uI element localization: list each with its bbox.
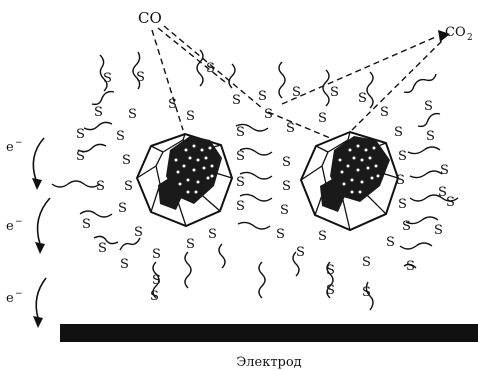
- arrowhead: [35, 242, 45, 254]
- sulfur-atom: S: [358, 91, 367, 106]
- electron-transfer: e − e − e −: [6, 138, 50, 328]
- electron-arrow-1: e −: [6, 138, 44, 190]
- sulfur-atom: S: [136, 70, 145, 85]
- sulfur-atom: S: [280, 203, 289, 218]
- sulfur-atom: S: [362, 255, 371, 270]
- sulfur-atom: S: [168, 97, 177, 112]
- sulfur-atom: S: [186, 237, 195, 252]
- arrowhead: [32, 178, 42, 190]
- sulfur-atom: S: [282, 179, 291, 194]
- sulfur-atom: S: [76, 127, 85, 142]
- sulfur-atom: S: [134, 225, 143, 240]
- sulfur-atom: S: [440, 163, 449, 178]
- co2-label-main: CO: [445, 25, 466, 40]
- electrode-label: Электрод: [236, 355, 301, 370]
- sulfur-atom: S: [396, 173, 405, 188]
- electron-label: e: [6, 219, 14, 234]
- sulfur-atom: S: [232, 93, 241, 108]
- sulfur-atom: S: [150, 289, 159, 304]
- sulfur-atom: S: [236, 149, 245, 164]
- sulfur-atom: S: [208, 227, 217, 242]
- sulfur-atoms: S S S S S S S S S S S S S S S S S S S S …: [76, 61, 455, 304]
- electron-arrow-2: e −: [6, 198, 50, 254]
- sulfur-atom: S: [380, 105, 389, 120]
- sulfur-atom: S: [386, 235, 395, 250]
- sulfur-atom: S: [94, 105, 103, 120]
- nanoparticle-right: [301, 132, 398, 230]
- sulfur-atom: S: [76, 149, 85, 164]
- path-to-co2-2: [352, 40, 443, 130]
- sulfur-atom: S: [82, 217, 91, 232]
- curved-arrow: [38, 198, 50, 244]
- sulfur-atom: S: [124, 179, 133, 194]
- sulfur-atom: S: [206, 61, 215, 76]
- sulfur-atom: S: [236, 199, 245, 214]
- sulfur-atom: S: [118, 201, 127, 216]
- sulfur-atom: S: [326, 263, 335, 278]
- sulfur-atom: S: [152, 273, 161, 288]
- sulfur-atom: S: [446, 195, 455, 210]
- sulfur-atom: S: [186, 109, 195, 124]
- sulfur-atom: S: [426, 129, 435, 144]
- sulfur-atom: S: [362, 285, 371, 300]
- sulfur-atom: S: [103, 71, 112, 86]
- sulfur-atom: S: [326, 283, 335, 298]
- sulfur-atom: S: [258, 89, 267, 104]
- co2-label-subscript: 2: [467, 33, 473, 43]
- curved-arrow: [33, 138, 44, 180]
- nanoparticle-left: [137, 134, 232, 226]
- sulfur-atom: S: [318, 111, 327, 126]
- sulfur-atom: S: [264, 107, 273, 122]
- sulfur-atom: S: [152, 247, 161, 262]
- path-co-to-sulfur-1: [158, 28, 225, 82]
- sulfur-atom: S: [330, 85, 339, 100]
- sulfur-atom: S: [128, 107, 137, 122]
- sulfur-atom: S: [116, 129, 125, 144]
- curved-arrow: [36, 278, 46, 318]
- electron-charge: −: [15, 138, 23, 148]
- sulfur-atom: S: [424, 99, 433, 114]
- sulfur-atom: S: [318, 229, 327, 244]
- sulfur-atom: S: [292, 85, 301, 100]
- arrowhead: [33, 316, 43, 328]
- sulfur-atom: S: [402, 219, 411, 234]
- reaction-paths: [152, 26, 443, 138]
- sulfur-atom: S: [120, 257, 129, 272]
- sulfur-atom: S: [276, 227, 285, 242]
- sulfur-atom: S: [286, 121, 295, 136]
- sulfur-atom: S: [398, 197, 407, 212]
- sulfur-atom: S: [96, 179, 105, 194]
- sulfur-atom: S: [122, 153, 131, 168]
- sulfur-atom: S: [236, 125, 245, 140]
- sulfur-atom: S: [406, 259, 415, 274]
- path-co-to-cluster-1: [152, 30, 183, 130]
- electron-label: e: [6, 140, 14, 155]
- sulfur-atom: S: [296, 245, 305, 260]
- electron-label: e: [6, 291, 14, 306]
- electron-charge: −: [15, 217, 23, 227]
- sulfur-atom: S: [434, 223, 443, 238]
- co-label: CO: [138, 9, 162, 27]
- sulfur-atom: S: [394, 125, 403, 140]
- electrode-bar: [60, 324, 478, 342]
- sulfur-atom: S: [282, 155, 291, 170]
- electron-charge: −: [15, 289, 23, 299]
- sulfur-atom: S: [398, 149, 407, 164]
- sulfur-atom: S: [236, 175, 245, 190]
- sulfur-atom: S: [98, 241, 107, 256]
- electron-arrow-3: e −: [6, 278, 46, 328]
